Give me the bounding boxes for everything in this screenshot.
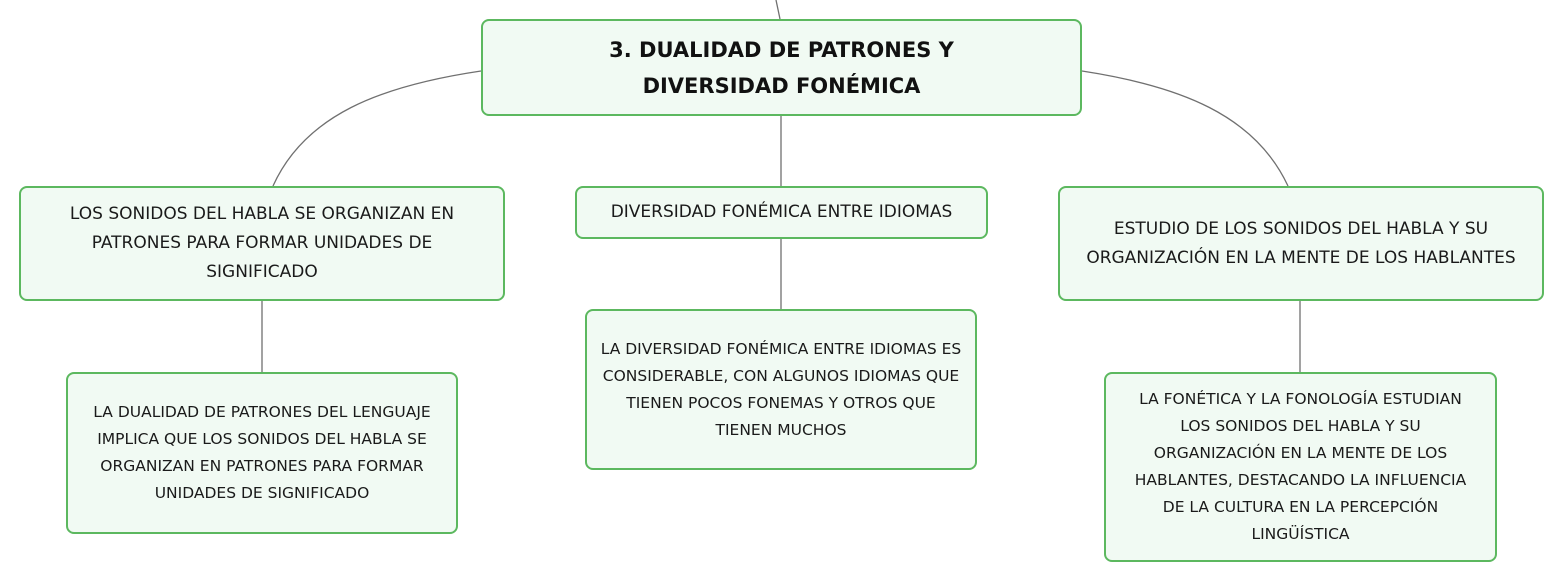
subtopic-node-patterns[interactable]: LOS SONIDOS DEL HABLA SE ORGANIZAN EN PA…	[19, 186, 505, 301]
connector-root-to-right	[1081, 70, 1289, 187]
detail-node-patterns[interactable]: LA DUALIDAD DE PATRONES DEL LENGUAJE IMP…	[66, 372, 458, 534]
subtopic-label-study: ESTUDIO DE LOS SONIDOS DEL HABLA Y SU OR…	[1086, 218, 1516, 268]
root-topic-node[interactable]: 3. DUALIDAD DE PATRONES Y DIVERSIDAD FON…	[481, 19, 1082, 116]
detail-node-diversity[interactable]: LA DIVERSIDAD FONÉMICA ENTRE IDIOMAS ES …	[585, 309, 977, 470]
connector-root-to-left	[272, 70, 482, 187]
connector-parent-to-root	[775, 0, 781, 20]
subtopic-node-study[interactable]: ESTUDIO DE LOS SONIDOS DEL HABLA Y SU OR…	[1058, 186, 1544, 301]
root-topic-label: 3. DUALIDAD DE PATRONES Y DIVERSIDAD FON…	[609, 37, 954, 98]
detail-label-study: LA FONÉTICA Y LA FONOLOGÍA ESTUDIAN LOS …	[1134, 390, 1467, 543]
subtopic-label-diversity: DIVERSIDAD FONÉMICA ENTRE IDIOMAS	[610, 202, 953, 222]
detail-label-diversity: LA DIVERSIDAD FONÉMICA ENTRE IDIOMAS ES …	[600, 339, 962, 439]
detail-label-patterns: LA DUALIDAD DE PATRONES DEL LENGUAJE IMP…	[93, 403, 431, 502]
subtopic-node-diversity[interactable]: DIVERSIDAD FONÉMICA ENTRE IDIOMAS	[575, 186, 988, 239]
detail-node-study[interactable]: LA FONÉTICA Y LA FONOLOGÍA ESTUDIAN LOS …	[1104, 372, 1497, 562]
subtopic-label-patterns: LOS SONIDOS DEL HABLA SE ORGANIZAN EN PA…	[69, 204, 455, 282]
